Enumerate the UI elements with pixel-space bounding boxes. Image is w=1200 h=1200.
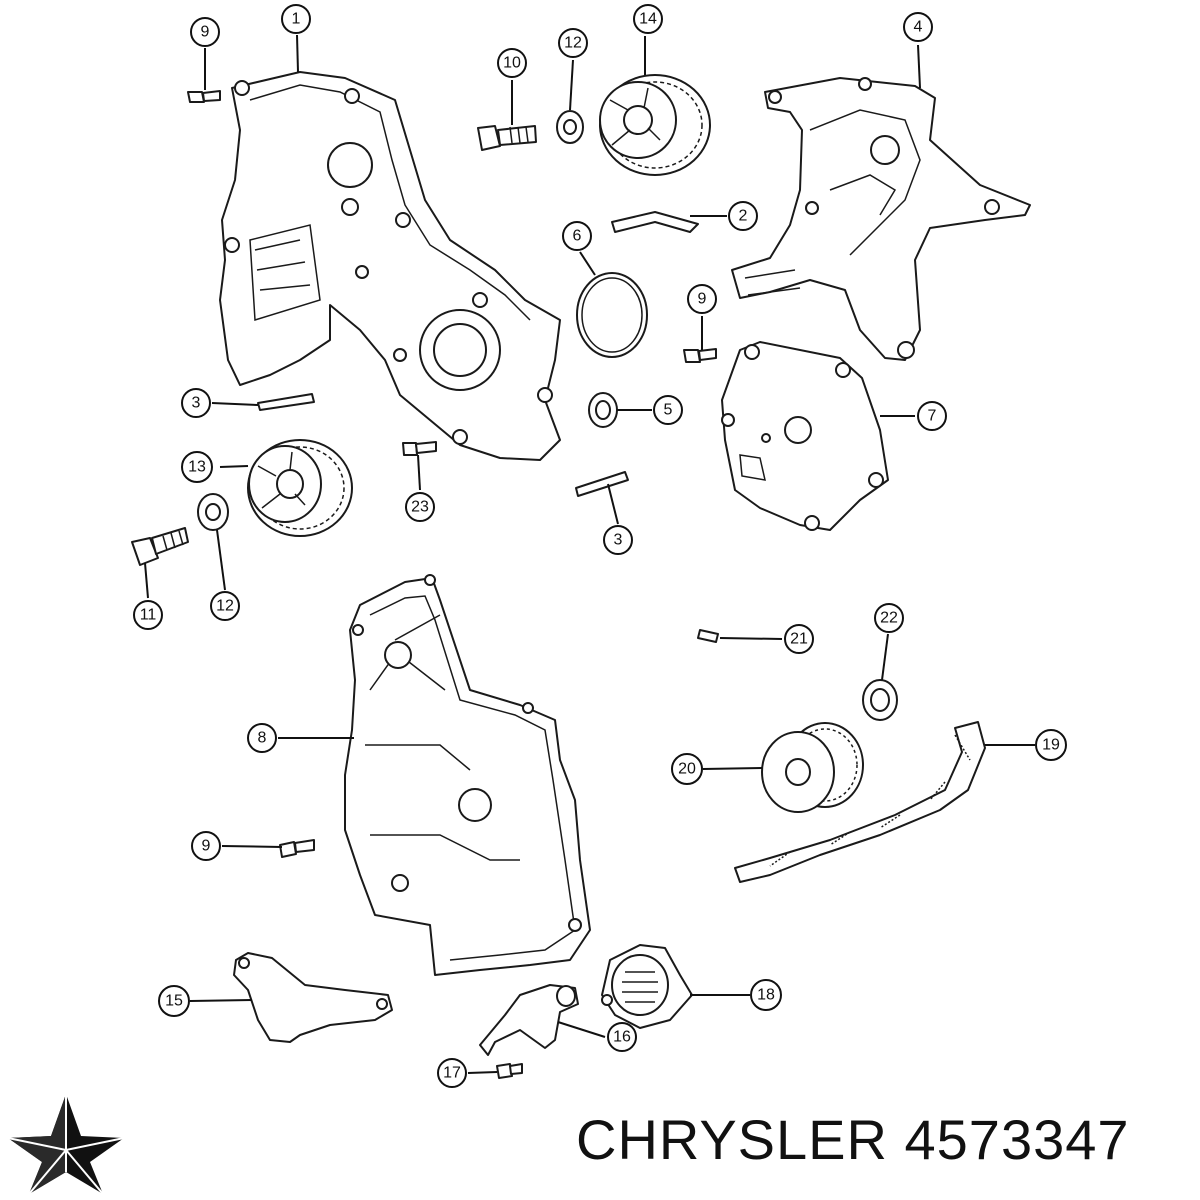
svg-text:16: 16	[613, 1029, 631, 1046]
callout-4: 4	[903, 12, 933, 42]
part-bolt-23	[402, 441, 437, 456]
callout-9-mid: 9	[687, 284, 717, 314]
svg-text:22: 22	[880, 610, 898, 627]
svg-text:21: 21	[790, 631, 808, 648]
part-bolt-11	[131, 527, 189, 566]
part-bolt-10	[477, 125, 537, 151]
callout-12-upper: 12	[558, 28, 588, 58]
callout-23: 23	[405, 492, 435, 522]
leader-lines	[144, 34, 1035, 1074]
callout-17: 17	[437, 1058, 467, 1088]
callout-22: 22	[874, 603, 904, 633]
callout-8: 8	[247, 723, 277, 753]
svg-text:7: 7	[928, 408, 937, 425]
svg-text:23: 23	[411, 499, 429, 516]
part-seal-5	[588, 392, 618, 428]
callout-13: 13	[181, 451, 213, 483]
svg-text:12: 12	[216, 598, 234, 615]
part-bracket-15	[233, 952, 393, 1043]
part-bolt-17	[496, 1063, 523, 1079]
svg-text:4: 4	[914, 19, 923, 36]
part-strip-3b	[575, 471, 629, 497]
part-camshaft-sprocket-upper	[599, 74, 711, 176]
part-engine-mount-bracket	[731, 77, 1031, 361]
part-bolt-9-low	[279, 839, 315, 858]
callout-7: 7	[917, 401, 947, 431]
callout-12-lower: 12	[210, 591, 240, 621]
svg-text:13: 13	[188, 459, 206, 476]
callout-3-left: 3	[181, 388, 211, 418]
part-strip-3a	[257, 393, 315, 411]
callout-14: 14	[633, 4, 663, 34]
svg-text:19: 19	[1042, 737, 1060, 754]
part-crank-sprocket	[761, 722, 864, 813]
part-number: 4573347	[904, 1108, 1130, 1171]
part-pump-housing-cover	[721, 341, 889, 531]
callout-1: 1	[281, 4, 311, 34]
part-key-2	[611, 211, 699, 233]
callout-3-right: 3	[603, 525, 633, 555]
part-washer-12-upper	[556, 110, 584, 144]
callout-19: 19	[1035, 729, 1067, 761]
svg-text:8: 8	[258, 730, 267, 747]
svg-text:3: 3	[192, 395, 201, 412]
svg-text:20: 20	[678, 761, 696, 778]
brand-name: CHRYSLER	[576, 1108, 888, 1171]
svg-text:1: 1	[292, 11, 301, 28]
svg-text:9: 9	[202, 838, 211, 855]
brand-part-label: CHRYSLER 4573347	[576, 1110, 1130, 1170]
svg-text:18: 18	[757, 987, 775, 1004]
part-o-ring	[576, 272, 648, 358]
callout-15: 15	[158, 985, 190, 1017]
callout-10: 10	[497, 48, 527, 78]
callout-11: 11	[133, 600, 163, 630]
callout-9-top: 9	[190, 17, 220, 47]
part-camshaft-sprocket-lower	[247, 439, 353, 537]
svg-text:10: 10	[503, 55, 521, 72]
callout-16: 16	[607, 1022, 637, 1052]
svg-text:11: 11	[140, 607, 157, 624]
callout-6: 6	[562, 221, 592, 251]
svg-text:9: 9	[201, 24, 210, 41]
svg-text:6: 6	[573, 228, 582, 245]
part-washer-12-lower	[197, 493, 229, 531]
part-bolt-9-mid	[683, 348, 717, 363]
part-rear-timing-cover	[219, 71, 561, 461]
callout-2: 2	[728, 201, 758, 231]
part-tensioner-pulley-18	[601, 944, 693, 1029]
svg-text:17: 17	[443, 1065, 461, 1082]
svg-text:14: 14	[639, 11, 657, 28]
callout-9-low: 9	[191, 831, 221, 861]
svg-text:12: 12	[564, 35, 582, 52]
callout-20: 20	[671, 753, 703, 785]
part-bolt-9-top	[187, 90, 221, 103]
part-seal-22	[862, 679, 898, 721]
svg-text:3: 3	[614, 532, 623, 549]
svg-text:2: 2	[739, 208, 748, 225]
svg-text:9: 9	[698, 291, 707, 308]
callout-21: 21	[784, 624, 814, 654]
chrysler-pentastar-icon	[7, 1094, 125, 1195]
callout-18: 18	[750, 979, 782, 1011]
part-front-timing-cover	[344, 574, 591, 976]
svg-text:5: 5	[664, 402, 673, 419]
part-tensioner-16	[479, 984, 579, 1056]
part-pin-21	[697, 629, 719, 643]
svg-text:15: 15	[165, 993, 183, 1010]
callout-5: 5	[653, 395, 683, 425]
part-timing-belt	[734, 721, 986, 883]
